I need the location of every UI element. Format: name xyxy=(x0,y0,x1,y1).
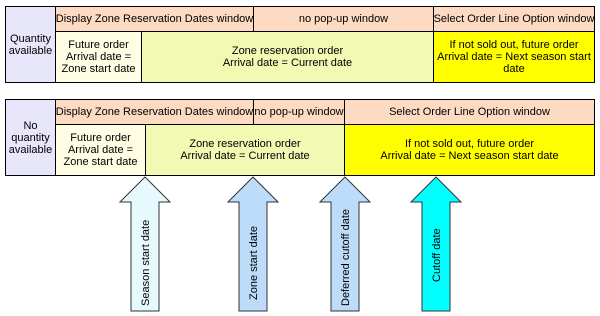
header-select-order-line-option-window: Select Order Line Option window xyxy=(433,6,595,32)
arrow-cutoff-date: Cutoff date xyxy=(409,176,463,312)
header-no-popup-window: no pop-up window xyxy=(253,99,345,125)
no-quantity-available-label: No quantity available xyxy=(5,99,56,176)
arrow-deferred-cutoff-date: Deferred cutoff date xyxy=(318,176,372,312)
quantity-available-label: Quantity available xyxy=(5,6,56,83)
arrow-label-deferred-cutoff-date: Deferred cutoff date xyxy=(340,209,352,306)
zone-reservation-order-cell: Zone reservation order Arrival date = Cu… xyxy=(141,31,434,83)
arrow-season-start-date: Season start date xyxy=(118,176,172,312)
arrow-label-season-start-date: Season start date xyxy=(140,220,152,306)
zone-reservation-order-cell: Zone reservation order Arrival date = Cu… xyxy=(145,124,345,176)
next-season-order-cell: If not sold out, future order Arrival da… xyxy=(344,124,595,176)
arrow-zone-start-date: Zone start date xyxy=(226,176,280,312)
header-select-order-line-option-window: Select Order Line Option window xyxy=(344,99,595,125)
arrow-label-zone-start-date: Zone start date xyxy=(248,226,260,300)
future-order-cell: Future order Arrival date = Zone start d… xyxy=(55,31,142,83)
future-order-cell: Future order Arrival date = Zone start d… xyxy=(55,124,146,176)
next-season-order-cell: If not sold out, future order Arrival da… xyxy=(433,31,595,83)
arrow-label-cutoff-date: Cutoff date xyxy=(431,228,443,282)
